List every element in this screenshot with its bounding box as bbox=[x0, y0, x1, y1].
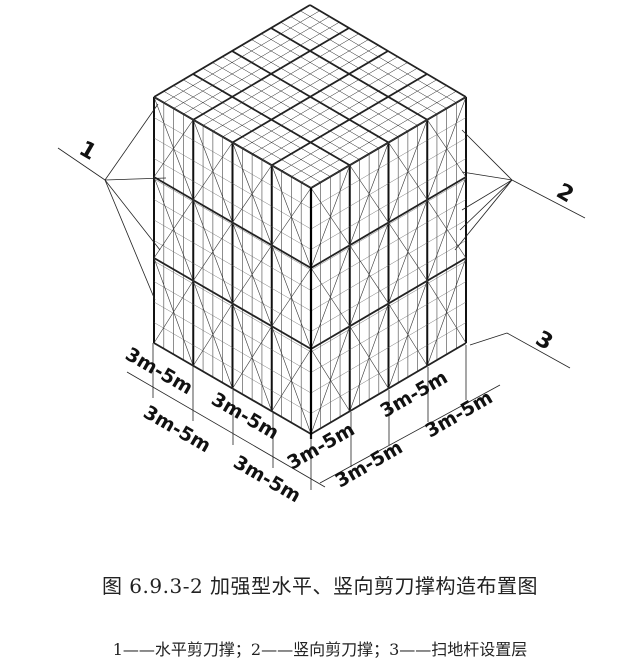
scaffold-isometric-diagram: 1 2 3 3m-5m 3m-5m 3m-5m 3m-5m 3m-5m 3m-5… bbox=[57, 4, 586, 507]
dimension-labels: 3m-5m 3m-5m 3m-5m 3m-5m 3m-5m 3m-5m 3m-5… bbox=[122, 343, 497, 507]
callout-3: 3 bbox=[531, 326, 557, 355]
figure-title: 图 6.9.3-2 加强型水平、竖向剪刀撑构造布置图 bbox=[101, 574, 539, 598]
svg-text:3: 3 bbox=[531, 326, 557, 355]
callout-2: 2 bbox=[552, 179, 578, 208]
figure-legend: 1——水平剪刀撑；2——竖向剪刀撑；3——扫地杆设置层 bbox=[112, 640, 528, 659]
svg-text:2: 2 bbox=[552, 179, 578, 208]
svg-text:3m-5m: 3m-5m bbox=[140, 401, 215, 457]
svg-text:1: 1 bbox=[75, 136, 101, 165]
callout-1: 1 bbox=[75, 136, 101, 165]
